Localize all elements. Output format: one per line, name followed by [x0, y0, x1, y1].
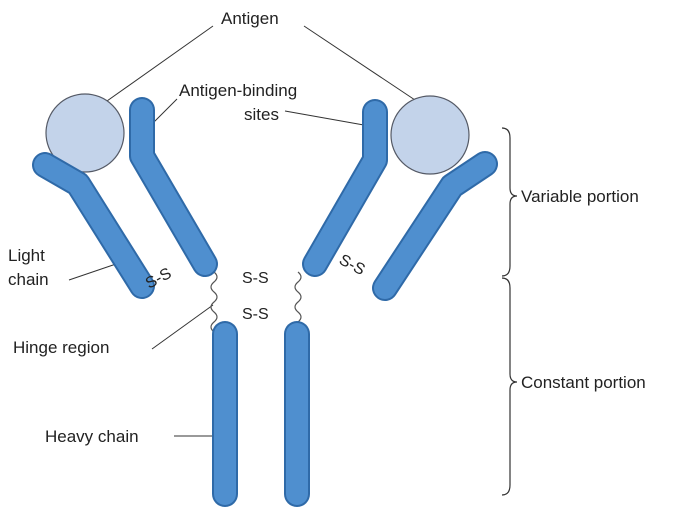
heavy-chain-left-variable: [142, 110, 205, 264]
binding-site-leader-right: [285, 111, 375, 127]
variable-portion-label: Variable portion: [521, 187, 639, 206]
antigen-leader-right: [304, 26, 430, 110]
antigen-label: Antigen: [221, 9, 279, 28]
hinge-squiggle-left: [211, 272, 217, 332]
binding-sites-label-line1: Antigen-binding: [179, 81, 297, 100]
disulfide-bond-left: S-S: [143, 265, 175, 293]
constant-portion-label: Constant portion: [521, 373, 646, 392]
constant-portion-bracket: [502, 278, 517, 495]
antigen-right: [391, 96, 469, 174]
variable-portion-bracket: [502, 128, 517, 276]
heavy-chain-right-variable: [315, 112, 375, 264]
heavy-chain-label: Heavy chain: [45, 427, 139, 446]
hinge-region-label: Hinge region: [13, 338, 109, 357]
light-chain-leader: [69, 264, 116, 280]
light-chain-right: [385, 164, 485, 288]
hinge-region-leader: [152, 305, 213, 349]
binding-sites-label-line2: sites: [244, 105, 279, 124]
light-chain-left: [45, 165, 142, 286]
disulfide-bond-hinge-top: S-S: [242, 270, 269, 287]
light-chain-label-line2: chain: [8, 270, 49, 289]
light-chain-label-line1: Light: [8, 246, 45, 265]
portion-brackets: [502, 128, 517, 495]
disulfide-bond-right: S-S: [336, 252, 368, 280]
disulfide-bond-hinge-bottom: S-S: [242, 306, 269, 323]
